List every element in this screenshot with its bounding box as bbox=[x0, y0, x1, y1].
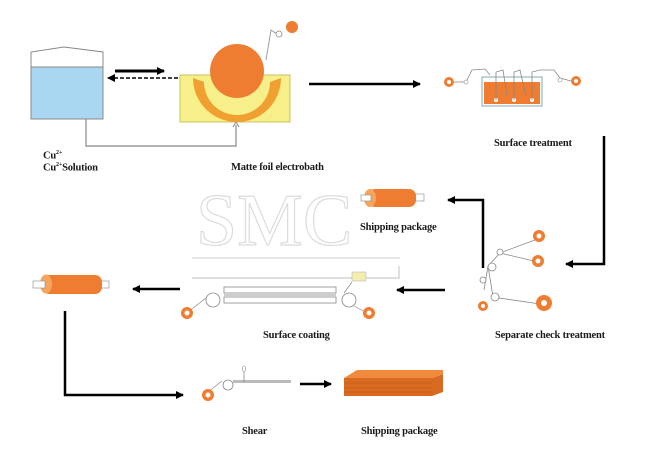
arrow-to-separate-check bbox=[565, 136, 606, 268]
shear-label: Shear bbox=[242, 426, 268, 437]
shipping-package-label-1: Shipping package bbox=[360, 222, 437, 233]
shear-apparatus bbox=[202, 365, 291, 401]
sheet-stack bbox=[344, 370, 443, 396]
roll-2 bbox=[32, 274, 110, 294]
surface-coating-label: Surface coating bbox=[263, 330, 330, 341]
shipping-package-label-2: Shipping package bbox=[361, 426, 438, 437]
arrow-to-shipping-package-1 bbox=[447, 196, 485, 268]
solution-tank bbox=[30, 46, 104, 120]
separate-check-label: Separate check treatment bbox=[495, 330, 605, 341]
shipping-roll-1 bbox=[360, 189, 425, 207]
surface-coating-apparatus bbox=[181, 257, 400, 319]
surface-treatment-apparatus bbox=[444, 68, 581, 107]
surface-treatment-label: Surface treatment bbox=[494, 138, 572, 149]
electrobath bbox=[179, 21, 298, 123]
arrow-to-shear bbox=[63, 311, 184, 399]
solution-label: Cu2+Solution bbox=[43, 162, 98, 174]
return-pipe bbox=[85, 119, 237, 147]
watermark: SMC bbox=[196, 180, 352, 262]
electrobath-label: Matte foil electrobath bbox=[231, 162, 324, 173]
separate-check-apparatus bbox=[478, 230, 552, 311]
cu-ion-label: Cu2+ bbox=[43, 150, 63, 162]
